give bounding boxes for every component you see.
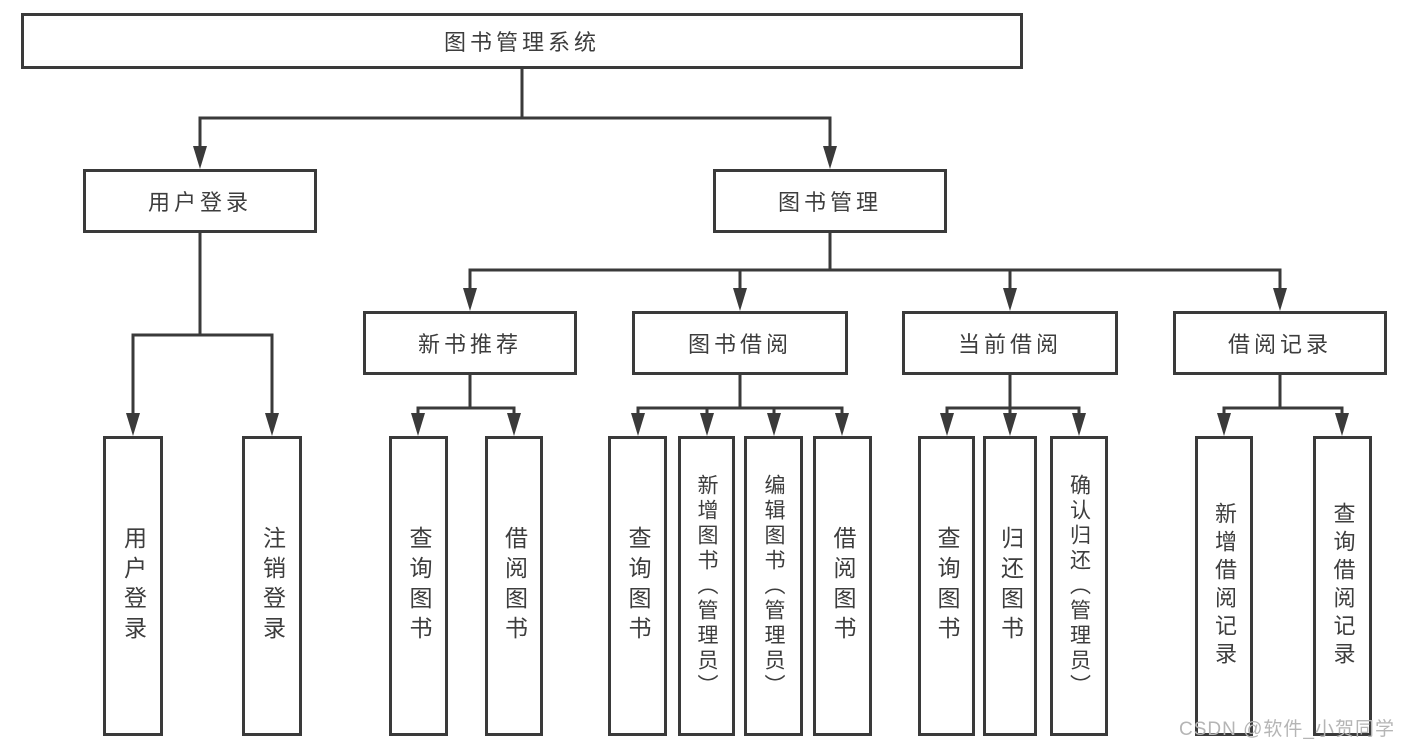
leaf-query-borrow-record-label: 查询借阅记录: [1330, 502, 1356, 670]
node-user-login: 用户登录: [83, 169, 317, 233]
arrowhead-current-borrow: [1003, 288, 1017, 311]
leaf-add-books-admin-label: 新增图书（管理员）: [695, 473, 718, 699]
arrowhead-leaf-logout: [265, 413, 279, 436]
leaf-edit-books-admin: 编辑图书（管理员）: [744, 436, 803, 736]
leaf-query-books-3-label: 查询图书: [934, 526, 960, 646]
node-borrowing-records: 借阅记录: [1173, 311, 1387, 375]
arrowhead-br-query: [1335, 413, 1349, 436]
arrowhead-cb-query: [940, 413, 954, 436]
arrowhead-bb-edit: [767, 413, 781, 436]
leaf-query-books-2: 查询图书: [608, 436, 667, 736]
arrowhead-cb-return: [1003, 413, 1017, 436]
leaf-logout-label: 注销登录: [259, 526, 286, 646]
leaf-query-books-3: 查询图书: [918, 436, 975, 736]
leaf-user-login-label: 用户登录: [120, 526, 147, 646]
leaf-add-borrow-record: 新增借阅记录: [1195, 436, 1253, 736]
leaf-query-books-1: 查询图书: [389, 436, 448, 736]
arrowhead-bb-add: [700, 413, 714, 436]
leaf-return-books-label: 归还图书: [997, 526, 1024, 646]
leaf-edit-books-admin-label: 编辑图书（管理员）: [762, 473, 785, 699]
node-library-management-system: 图书管理系统: [21, 13, 1023, 69]
leaf-add-borrow-record-label: 新增借阅记录: [1212, 502, 1237, 670]
arrowhead-user-login: [193, 146, 207, 169]
leaf-borrow-books-2: 借阅图书: [813, 436, 872, 736]
arrowhead-bb-query: [631, 413, 645, 436]
leaf-borrow-books-1: 借阅图书: [485, 436, 543, 736]
leaf-query-borrow-record: 查询借阅记录: [1313, 436, 1372, 736]
arrowhead-nb-query: [411, 413, 425, 436]
leaf-return-books: 归还图书: [983, 436, 1037, 736]
arrowhead-borrow-records: [1273, 288, 1287, 311]
node-book-management: 图书管理: [713, 169, 947, 233]
node-current-borrowing: 当前借阅: [902, 311, 1118, 375]
arrowhead-new-books: [463, 288, 477, 311]
leaf-query-books-1-label: 查询图书: [406, 526, 432, 646]
leaf-confirm-return-admin: 确认归还（管理员）: [1050, 436, 1108, 736]
arrowhead-leaf-user-login: [126, 413, 140, 436]
leaf-add-books-admin: 新增图书（管理员）: [678, 436, 735, 736]
leaf-query-books-2-label: 查询图书: [625, 526, 651, 646]
leaf-confirm-return-admin-label: 确认归还（管理员）: [1067, 473, 1091, 699]
leaf-borrow-books-2-label: 借阅图书: [830, 526, 856, 646]
leaf-user-login: 用户登录: [103, 436, 163, 736]
leaf-logout: 注销登录: [242, 436, 302, 736]
arrowhead-book-borrow: [733, 288, 747, 311]
arrowhead-nb-borrow: [507, 413, 521, 436]
arrowhead-bb-borrow: [835, 413, 849, 436]
arrowhead-br-add: [1217, 413, 1231, 436]
leaf-borrow-books-1-label: 借阅图书: [501, 526, 528, 646]
node-new-book-recommend: 新书推荐: [363, 311, 577, 375]
arrowhead-book-mgmt: [823, 146, 837, 169]
node-book-borrowing: 图书借阅: [632, 311, 848, 375]
arrowhead-cb-confirm: [1072, 413, 1086, 436]
watermark: CSDN @软件_小贺同学: [1179, 719, 1395, 740]
